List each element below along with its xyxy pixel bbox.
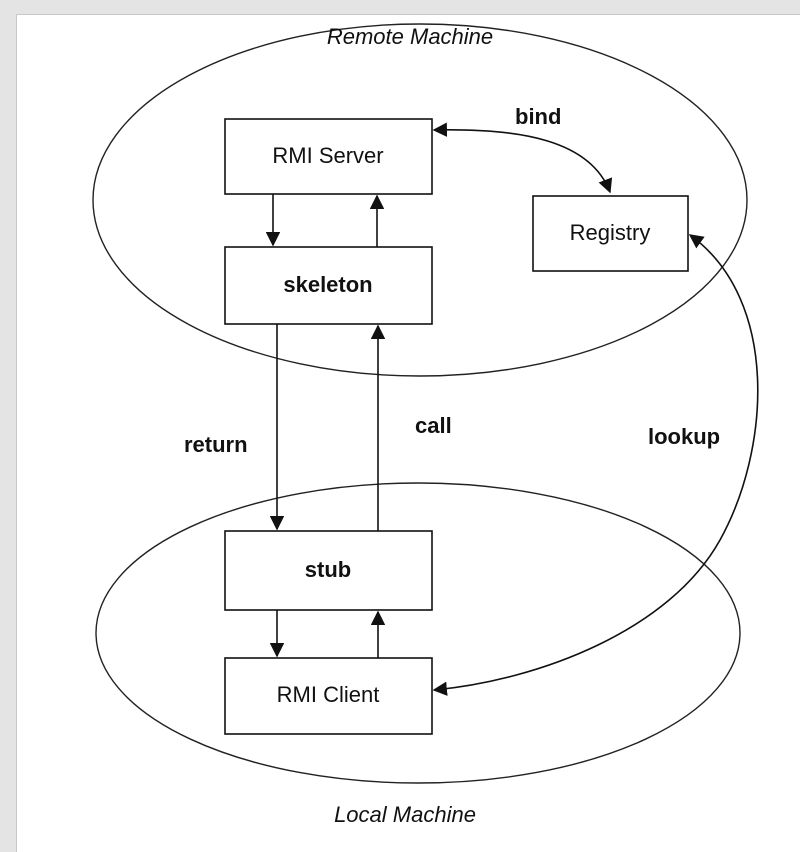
stub-box [224,530,433,611]
remote-machine-ellipse [92,23,748,377]
rmi-client-label: RMI Client [277,682,380,707]
bind-label: bind [515,104,561,129]
rmi-client-box [224,657,433,735]
lookup-label: lookup [648,424,720,449]
registry-label: Registry [570,220,651,245]
skeleton-label: skeleton [283,272,372,297]
remote-machine-label: Remote Machine [327,24,493,49]
call-label: call [415,413,452,438]
local-machine-ellipse [95,482,741,784]
local-machine-label: Local Machine [334,802,476,827]
skeleton-box [224,246,433,325]
lookup-arrow [432,234,759,696]
rmi-server-box [224,118,433,195]
bind-arrow [432,122,613,194]
return-label: return [184,432,248,457]
rmi-server-label: RMI Server [272,143,383,168]
stub-label: stub [305,557,351,582]
